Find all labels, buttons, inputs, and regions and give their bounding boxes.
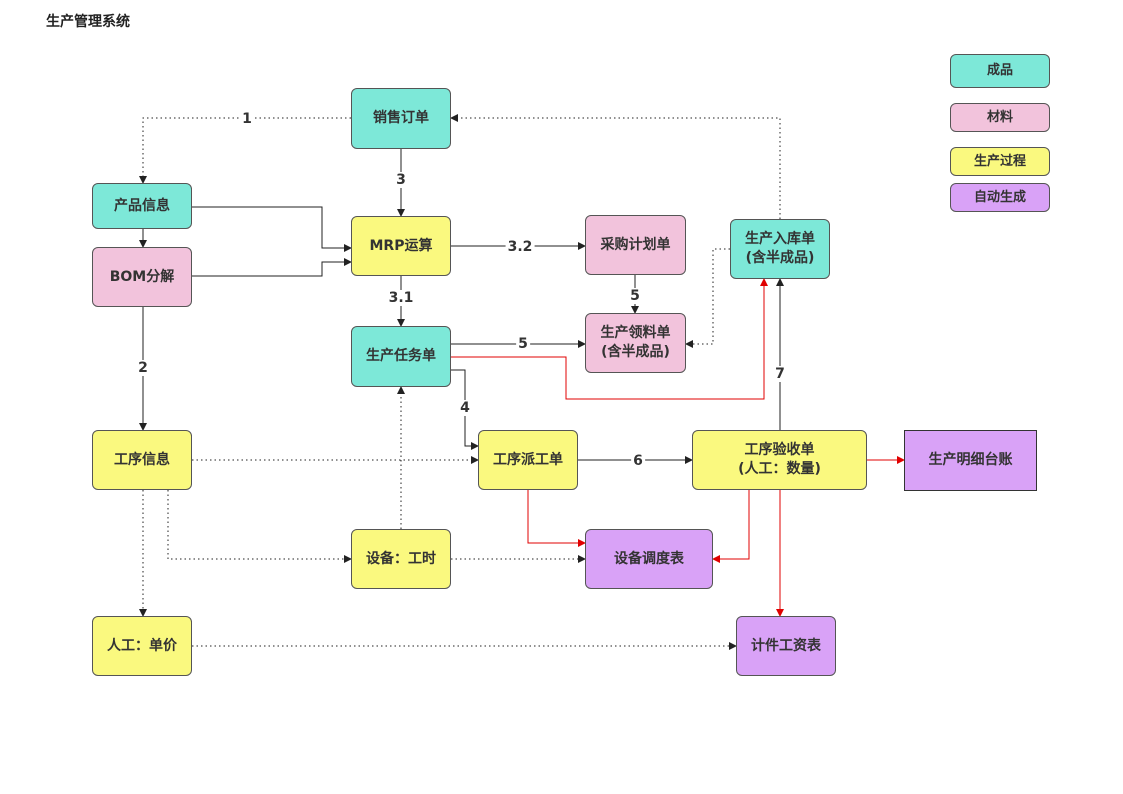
legend-label: 材料 (986, 109, 1013, 125)
node-label: 人工：单价 (107, 637, 177, 654)
node-mrp[interactable]: MRP运算 (351, 216, 451, 276)
node-material-requisition[interactable]: 生产领料单 (含半成品) (585, 313, 686, 373)
node-purchase-plan[interactable]: 采购计划单 (585, 215, 686, 275)
edge-bom-to-mrp (192, 258, 352, 277)
node-process-info[interactable]: 工序信息 (92, 430, 192, 490)
node-label: 销售订单 (373, 110, 429, 127)
edge-label-7: 7 (773, 366, 787, 382)
node-label: 生产领料单 (含半成品) (600, 325, 671, 360)
node-sales-order[interactable]: 销售订单 (351, 88, 451, 149)
node-label: 生产明细台账 (928, 452, 1013, 469)
edge-label-2: 2 (136, 360, 150, 376)
node-label: 工序信息 (114, 451, 170, 468)
legend-item-finished-product: 成品 (950, 54, 1050, 88)
node-piece-wage[interactable]: 计件工资表 (736, 616, 836, 676)
node-label: BOM分解 (109, 268, 175, 285)
node-task-order[interactable]: 生产任务单 (351, 326, 451, 387)
page-title: 生产管理系统 (46, 14, 130, 30)
node-label: 设备调度表 (614, 550, 684, 567)
edge-label-4: 4 (458, 400, 472, 416)
node-acceptance[interactable]: 工序验收单 (人工：数量) (692, 430, 867, 490)
edge-label-5-task: 5 (516, 336, 530, 352)
edge-warehouse-to-materialreq (685, 248, 730, 348)
edge-label-5-purchase: 5 (628, 288, 642, 304)
node-label: 生产任务单 (366, 348, 436, 365)
node-label: 工序派工单 (493, 451, 563, 468)
legend-label: 成品 (986, 63, 1013, 79)
node-dispatch[interactable]: 工序派工单 (478, 430, 578, 490)
legend-label: 生产过程 (973, 153, 1026, 169)
node-ledger[interactable]: 生产明细台账 (904, 430, 1037, 491)
edge-acceptance-to-schedule-red (712, 490, 750, 563)
edge-warehouse-to-sales (450, 114, 781, 219)
node-label: 工序验收单 (人工：数量) (738, 442, 821, 477)
node-equipment-schedule[interactable]: 设备调度表 (585, 529, 713, 589)
node-label: 设备：工时 (366, 550, 436, 567)
node-label: 产品信息 (114, 197, 170, 214)
node-equipment-time[interactable]: 设备：工时 (351, 529, 451, 589)
edge-label-3: 3 (394, 172, 408, 188)
edge-label-6: 6 (631, 453, 645, 469)
node-labor-price[interactable]: 人工：单价 (92, 616, 192, 676)
edge-label-3-2: 3.2 (505, 239, 535, 255)
edge-process-to-equipment (167, 490, 352, 563)
node-label: 采购计划单 (600, 236, 671, 253)
legend-item-auto-generated: 自动生成 (950, 183, 1050, 212)
edge-label-1: 1 (240, 111, 254, 127)
edge-sales-to-product (139, 117, 351, 184)
node-warehouse-in[interactable]: 生产入库单 (含半成品) (730, 219, 830, 279)
legend-label: 自动生成 (973, 189, 1026, 205)
edge-product-to-mrp (192, 206, 352, 252)
node-product-info[interactable]: 产品信息 (92, 183, 192, 229)
node-bom[interactable]: BOM分解 (92, 247, 192, 307)
node-label: 生产入库单 (含半成品) (745, 231, 815, 266)
edge-label-3-1: 3.1 (386, 290, 416, 306)
edge-task-to-warehouse-red (451, 278, 768, 400)
legend-item-production-process: 生产过程 (950, 147, 1050, 176)
edge-dispatch-to-schedule-red (527, 490, 586, 547)
legend-item-material: 材料 (950, 103, 1050, 132)
node-label: 计件工资表 (751, 637, 821, 654)
node-label: MRP运算 (369, 237, 433, 254)
